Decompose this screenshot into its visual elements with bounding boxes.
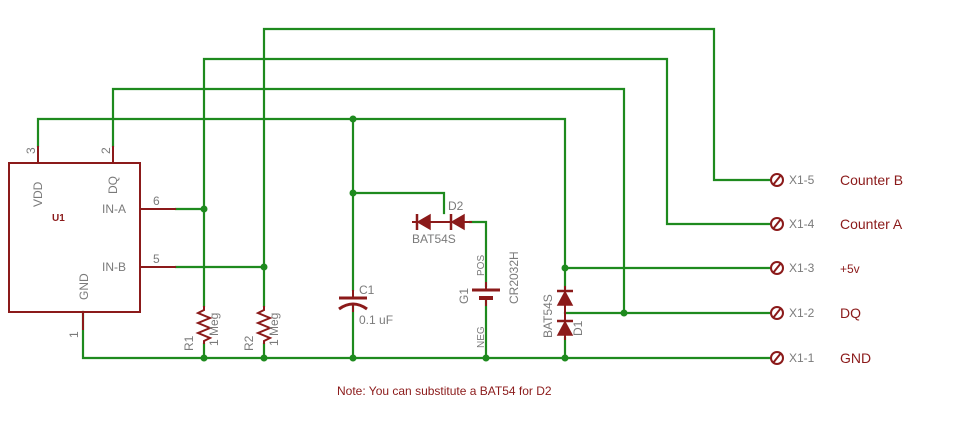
d1-value: BAT54S (541, 294, 555, 338)
terminal-slash (772, 352, 782, 364)
d1-diode-bottom (556, 320, 574, 336)
d2-diode-left (416, 213, 431, 231)
u1-body (8, 162, 141, 313)
junction-dot (260, 354, 268, 362)
r2-component: R2 1 Meg (242, 306, 281, 351)
d1-component: BAT54S D1 (541, 286, 585, 340)
terminal-icon (770, 217, 784, 231)
d1-name: D1 (571, 320, 585, 336)
u1-component: 3 2 6 5 1 VDD DQ IN-A IN-B GND U1 (8, 146, 176, 338)
d2-name: D2 (448, 199, 464, 213)
wire-counter-b (174, 27, 772, 269)
g1-pos-label: POS (476, 255, 487, 276)
g1-component: G1 CR2032H POS NEG (457, 251, 521, 348)
c1-name: C1 (359, 283, 375, 297)
r1-zigzag (195, 306, 213, 344)
x1-connector: X1-5 Counter B X1-4 Counter A X1-3 +5v X… (770, 172, 903, 366)
d2-value: BAT54S (412, 232, 456, 246)
junction-dot (200, 205, 208, 213)
junction-dot (620, 309, 628, 317)
junction-dot (260, 263, 268, 271)
x1-signal-label: DQ (840, 305, 861, 321)
junction-dot (349, 115, 357, 123)
r2-zigzag (255, 306, 273, 344)
d2-diode-right (450, 213, 465, 231)
x1-pin-label: X1-3 (789, 261, 815, 275)
x1-pin-label: X1-4 (789, 217, 815, 231)
u1-name: U1 (52, 213, 65, 224)
r1-name: R1 (182, 335, 196, 351)
wire-vdd (36, 117, 567, 290)
x1-signal-label: Counter B (840, 172, 903, 188)
junction-dot (482, 354, 490, 362)
junction-dot (349, 189, 357, 197)
junctions (200, 115, 628, 362)
d2-component: D2 BAT54S (412, 199, 472, 246)
terminal-icon (770, 261, 784, 275)
u1-pin-number-2: 2 (99, 147, 113, 154)
wire-vdd-d2 (351, 191, 446, 215)
u1-label-gnd: GND (77, 273, 91, 300)
u1-label-vdd: VDD (31, 181, 45, 207)
terminal-slash (772, 218, 782, 230)
r1-value: 1 Meg (207, 313, 221, 346)
x1-pin-label: X1-5 (789, 173, 815, 187)
terminal-icon (770, 306, 784, 320)
u1-pin-number-6: 6 (153, 194, 160, 208)
u1-pin-number-5: 5 (153, 252, 160, 266)
terminal-icon (770, 351, 784, 365)
terminal-slash (772, 262, 782, 274)
junction-dot (200, 354, 208, 362)
wire-dq (111, 87, 772, 315)
wire-counter-a (174, 57, 772, 226)
r1-component: R1 1 Meg (182, 306, 221, 351)
x1-signal-label: Counter A (840, 216, 903, 232)
g1-value: CR2032H (507, 251, 521, 304)
u1-pin-number-3: 3 (24, 147, 38, 154)
x1-terminal-1: X1-1 GND (770, 350, 871, 366)
g1-name: G1 (457, 288, 471, 304)
u1-pin-number-1: 1 (67, 331, 81, 338)
u1-label-in-b: IN-B (102, 260, 126, 274)
r2-name: R2 (242, 335, 256, 351)
c1-component: C1 0.1 uF (338, 283, 393, 327)
u1-label-dq: DQ (106, 176, 120, 194)
terminal-slash (772, 307, 782, 319)
x1-terminal-5: X1-5 Counter B (770, 172, 903, 188)
d1-diode-top (556, 290, 574, 306)
x1-terminal-2: X1-2 DQ (770, 305, 861, 321)
terminal-icon (770, 173, 784, 187)
x1-signal-label: +5v (840, 262, 860, 276)
wire-battery-pos (468, 220, 488, 288)
c1-value: 0.1 uF (359, 313, 393, 327)
x1-terminal-3: X1-3 +5v (770, 261, 860, 276)
x1-signal-label: GND (840, 350, 871, 366)
x1-pin-label: X1-1 (789, 351, 815, 365)
g1-neg-label: NEG (476, 326, 487, 348)
x1-terminal-4: X1-4 Counter A (770, 216, 903, 232)
junction-dot (349, 354, 357, 362)
r2-value: 1 Meg (267, 313, 281, 346)
junction-dot (561, 354, 569, 362)
junction-dot (561, 264, 569, 272)
u1-label-in-a: IN-A (102, 202, 126, 216)
wires (36, 27, 772, 360)
substitution-note: Note: You can substitute a BAT54 for D2 (337, 384, 552, 398)
terminal-slash (772, 174, 782, 186)
x1-pin-label: X1-2 (789, 306, 815, 320)
